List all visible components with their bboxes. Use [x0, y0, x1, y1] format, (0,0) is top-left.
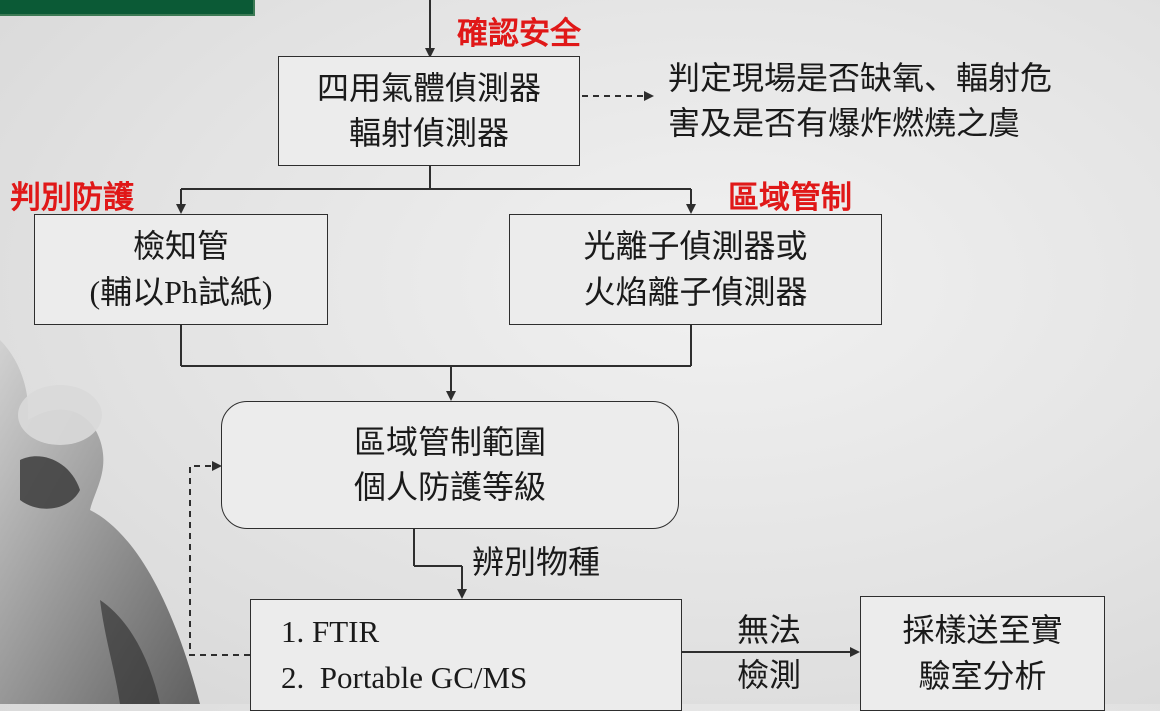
node-gas-detector: 四用氣體偵測器 輻射偵測器	[278, 56, 580, 166]
label-cannot-detect-line1: 無法	[737, 611, 802, 649]
hazard-note: 判定現場是否缺氧、輻射危 害及是否有爆炸燃燒之虞	[668, 56, 1052, 147]
node-zone-level: 區域管制範圍 個人防護等級	[221, 401, 679, 529]
node-detector-tube: 檢知管 (輔以Ph試紙)	[34, 214, 328, 325]
node-instruments: 1. FTIR 2. Portable GC/MS	[250, 599, 682, 711]
label-cannot-detect-line2: 檢測	[737, 656, 802, 695]
node-gas-detector-line2: 輻射偵測器	[348, 114, 509, 152]
node-ion-detector-line1: 光離子偵測器或	[583, 227, 808, 266]
corner-banner	[0, 0, 255, 16]
node-gas-detector-line1: 四用氣體偵測器	[316, 68, 541, 107]
worker-photo	[0, 340, 200, 704]
hazard-note-line2: 害及是否有爆炸燃燒之虞	[668, 104, 1021, 143]
node-zone-level-line1: 區域管制範圍	[353, 422, 546, 461]
hazard-note-line1: 判定現場是否缺氧、輻射危	[668, 59, 1053, 97]
label-identify-substance: 辨別物種	[472, 543, 601, 581]
label-identify-protection: 判別防護	[10, 180, 134, 216]
node-detector-tube-line2: (輔以Ph試紙)	[89, 273, 273, 310]
node-ion-detector: 光離子偵測器或 火焰離子偵測器	[509, 214, 882, 325]
node-detector-tube-line1: 檢知管	[132, 227, 229, 266]
label-zone-control: 區域管制	[728, 180, 852, 216]
node-zone-level-line2: 個人防護等級	[353, 468, 546, 506]
label-cannot-detect: 無法 檢測	[737, 608, 801, 699]
node-ion-detector-line2: 火焰離子偵測器	[583, 272, 808, 311]
node-lab-analysis-line1: 採樣送至實	[902, 611, 1063, 650]
node-lab-analysis: 採樣送至實 驗室分析	[860, 596, 1105, 711]
label-confirm-safety: 確認安全	[457, 16, 581, 52]
node-instruments-line1: 1. FTIR	[281, 613, 380, 649]
node-lab-analysis-line2: 驗室分析	[918, 656, 1047, 695]
node-instruments-line2: 2. Portable GC/MS	[281, 660, 528, 695]
